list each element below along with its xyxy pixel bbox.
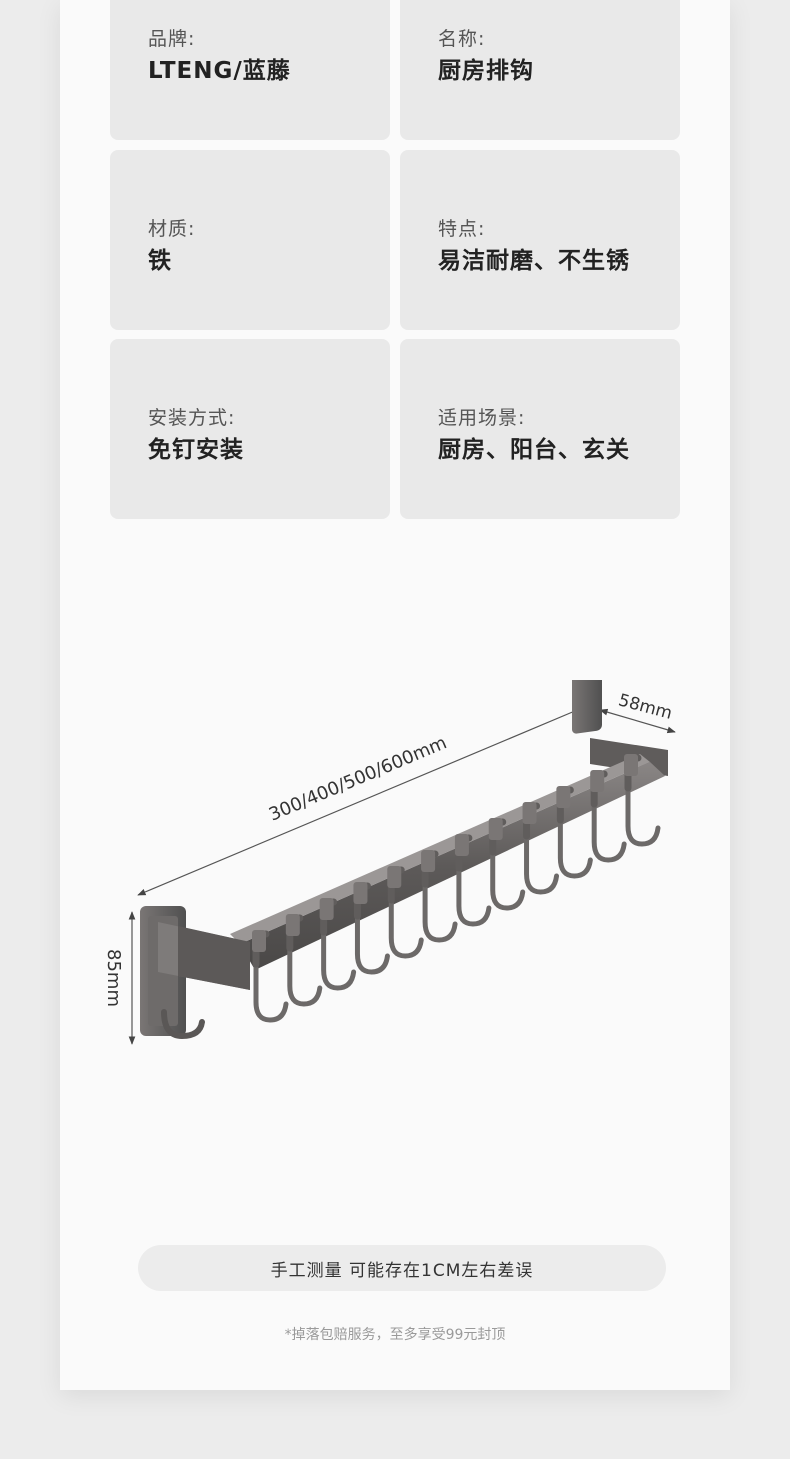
spec-value: 厨房、阳台、玄关 <box>438 437 630 463</box>
hook-icon <box>454 834 492 927</box>
hooks-group <box>252 754 661 1023</box>
left-wall-plate <box>140 906 250 1040</box>
spec-label: 特点: <box>438 218 486 240</box>
height-label: 85mm <box>103 949 124 1007</box>
spec-brand: 品牌: LTENG/蓝藤 <box>110 0 390 140</box>
depth-label: 58mm <box>616 690 674 723</box>
scalloped-edge <box>60 1380 730 1392</box>
spec-label: 品牌: <box>148 28 196 50</box>
length-label: 300/400/500/600mm <box>266 732 450 825</box>
compensation-footnote: *掉落包赔服务，至多享受99元封顶 <box>284 1327 506 1343</box>
spec-features: 特点: 易洁耐磨、不生锈 <box>400 150 680 330</box>
depth-dimension-line <box>599 708 676 734</box>
spec-installation: 安装方式: 免钉安装 <box>110 339 390 519</box>
hook-icon <box>522 802 560 895</box>
hook-icon <box>387 866 424 959</box>
measurement-note: 手工测量 可能存在1CM左右差误 <box>138 1245 666 1291</box>
spec-label: 材质: <box>148 218 196 240</box>
spec-value: LTENG/蓝藤 <box>148 58 291 84</box>
spec-label: 适用场景: <box>438 407 526 429</box>
hook-icon <box>353 882 390 975</box>
hook-icon <box>421 850 458 943</box>
spec-value: 铁 <box>148 248 172 274</box>
hook-icon <box>624 754 661 847</box>
spec-value: 易洁耐磨、不生锈 <box>438 248 630 274</box>
hook-icon <box>285 914 323 1007</box>
spec-usage: 适用场景: 厨房、阳台、玄关 <box>400 339 680 519</box>
hook-icon <box>319 898 357 991</box>
product-illustration: 300/400/500/600mm 58mm 85mm <box>103 680 676 1045</box>
spec-label: 名称: <box>438 28 486 50</box>
hook-icon <box>556 786 593 879</box>
hook-icon <box>590 770 627 863</box>
spec-value: 免钉安装 <box>148 437 244 463</box>
hook-icon <box>488 818 526 911</box>
spec-material: 材质: 铁 <box>110 150 390 330</box>
spec-label: 安装方式: <box>148 407 236 429</box>
hook-icon <box>252 930 289 1023</box>
spec-name: 名称: 厨房排钩 <box>400 0 680 140</box>
length-dimension-line <box>137 707 583 896</box>
spec-value: 厨房排钩 <box>438 58 534 84</box>
